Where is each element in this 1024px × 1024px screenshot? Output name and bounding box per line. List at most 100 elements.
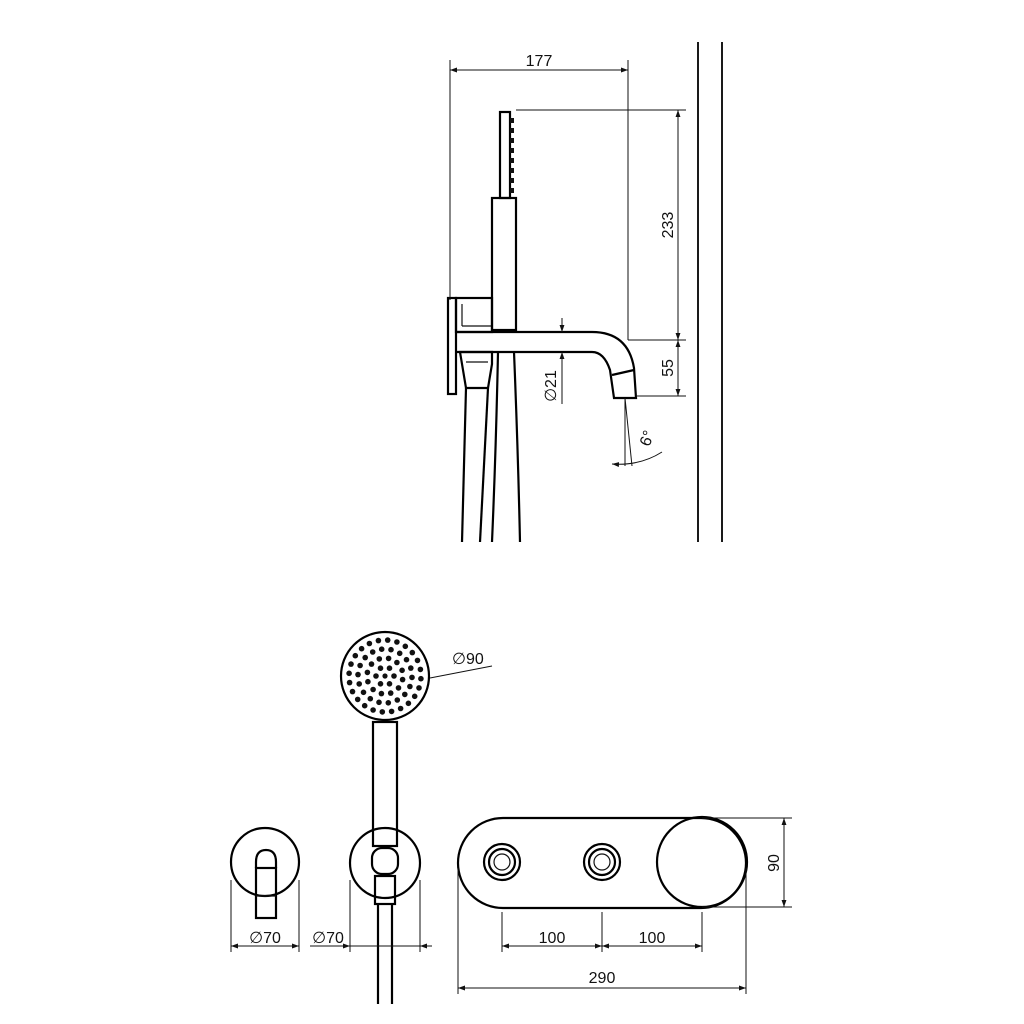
nozzle-hole [346,679,353,686]
nozzle-hole [365,678,371,685]
hose-connector [458,350,494,390]
nozzle-hole [408,665,414,671]
diameter-symbol: ∅ [312,930,326,947]
nozzle-hole [388,646,394,653]
nozzle-hole [409,649,416,656]
nozzle-hole [362,654,369,661]
hand-shower-head-side [498,110,512,200]
control-panel [456,816,748,910]
nozzle-hole [369,649,376,655]
hose-right [490,351,500,543]
wall-plate [446,296,458,396]
nozzle-hole [360,689,367,696]
nozzle-hole [399,676,406,683]
nozzle-hole [368,661,375,667]
hose-left-inner [478,387,490,543]
nozzle-hole [402,643,409,650]
dim-panel-height-label: 90 [766,854,783,872]
nozzle-hole [396,650,403,657]
nozzle-hole [409,674,415,681]
dim-21-value: 21 [543,370,560,388]
holder-rosette [348,826,422,900]
nozzle-hole [391,673,397,679]
nozzle-hole [395,685,402,691]
nozzle-hole [405,700,412,707]
nozzle-hole [356,681,363,687]
nozzle-hole [394,639,400,645]
diameter-symbol: ∅ [452,651,466,668]
nozzle-hole [416,685,422,691]
dim-panel-width-label: 290 [589,970,616,987]
angle-inclined [624,397,633,467]
nozzle-hole [355,671,361,678]
dim-90-leader [429,665,493,679]
hose-connector-front [373,874,397,906]
dim-holder-rosette-value: 70 [326,930,344,947]
dim-55-label: 55 [660,359,677,377]
nozzle-hole [394,697,401,703]
nozzle-hole [376,656,383,662]
hand-shower-handle [490,196,518,332]
nozzle-hole [394,659,400,666]
dim-spout-rosette-label: ∅70 [249,930,281,947]
nozzle-hole [358,645,365,652]
nozzle-hole [399,667,405,674]
spout-front-body [254,866,278,920]
spout-front [254,848,278,868]
shower-head-nozzles [510,118,514,193]
nozzle-hole [403,656,410,663]
dim-spout-rosette-value: 70 [263,930,281,947]
nozzle-hole [386,665,393,671]
spout-rosette [229,826,301,898]
nozzle-hole [378,646,385,652]
nozzle-hole [366,640,373,647]
shower-head-nozzle-pattern [346,637,424,715]
hand-shower-handle-front [371,720,399,848]
dim-233-label: 233 [660,212,677,239]
dim-shower-head-label: ∅90 [452,651,484,668]
control-knob-left [482,842,522,882]
spout-outline [456,330,638,400]
nozzle-hole [402,691,408,698]
dim-spacing-left-label: 100 [539,930,566,947]
nozzle-hole [417,666,424,673]
thermostat-dial [655,815,749,909]
nozzle-hole [361,702,368,709]
nozzle-hole [349,688,356,695]
angle-arc [611,451,663,467]
dim-holder-rosette-label: ∅70 [312,930,344,947]
nozzle-hole [354,696,361,703]
nozzle-hole [377,665,384,671]
shower-head [339,630,431,722]
nozzle-hole [385,655,392,662]
diameter-symbol: ∅ [543,388,560,402]
hose-left [460,387,468,543]
front-view: ∅90 ∅70 ∅70 [229,630,792,1004]
spout-tip-band [611,368,635,377]
nozzle-hole [370,707,376,713]
nozzle-hole [377,681,384,687]
dim-21-label: ∅21 [543,370,560,402]
nozzle-hole [376,699,382,706]
nozzle-hole [379,709,386,715]
nozzle-hole [348,661,354,667]
nozzle-hole [352,652,359,659]
nozzle-hole [346,670,352,677]
nozzle-hole [364,669,371,676]
nozzle-hole [375,637,382,644]
nozzle-hole [388,708,395,715]
hose-right-inner [512,351,522,543]
nozzle-hole [386,681,393,687]
nozzle-hole [378,690,385,697]
control-knob-middle [582,842,622,882]
nozzle-hole [382,673,388,679]
nozzle-hole [367,695,374,702]
nozzle-hole [357,662,363,669]
dim-177-label: 177 [526,53,553,70]
nozzle-hole [385,700,392,706]
holder-clip [370,846,400,876]
nozzle-hole [370,686,376,693]
dim-shower-head-value: 90 [466,651,484,668]
nozzle-hole [418,675,424,682]
